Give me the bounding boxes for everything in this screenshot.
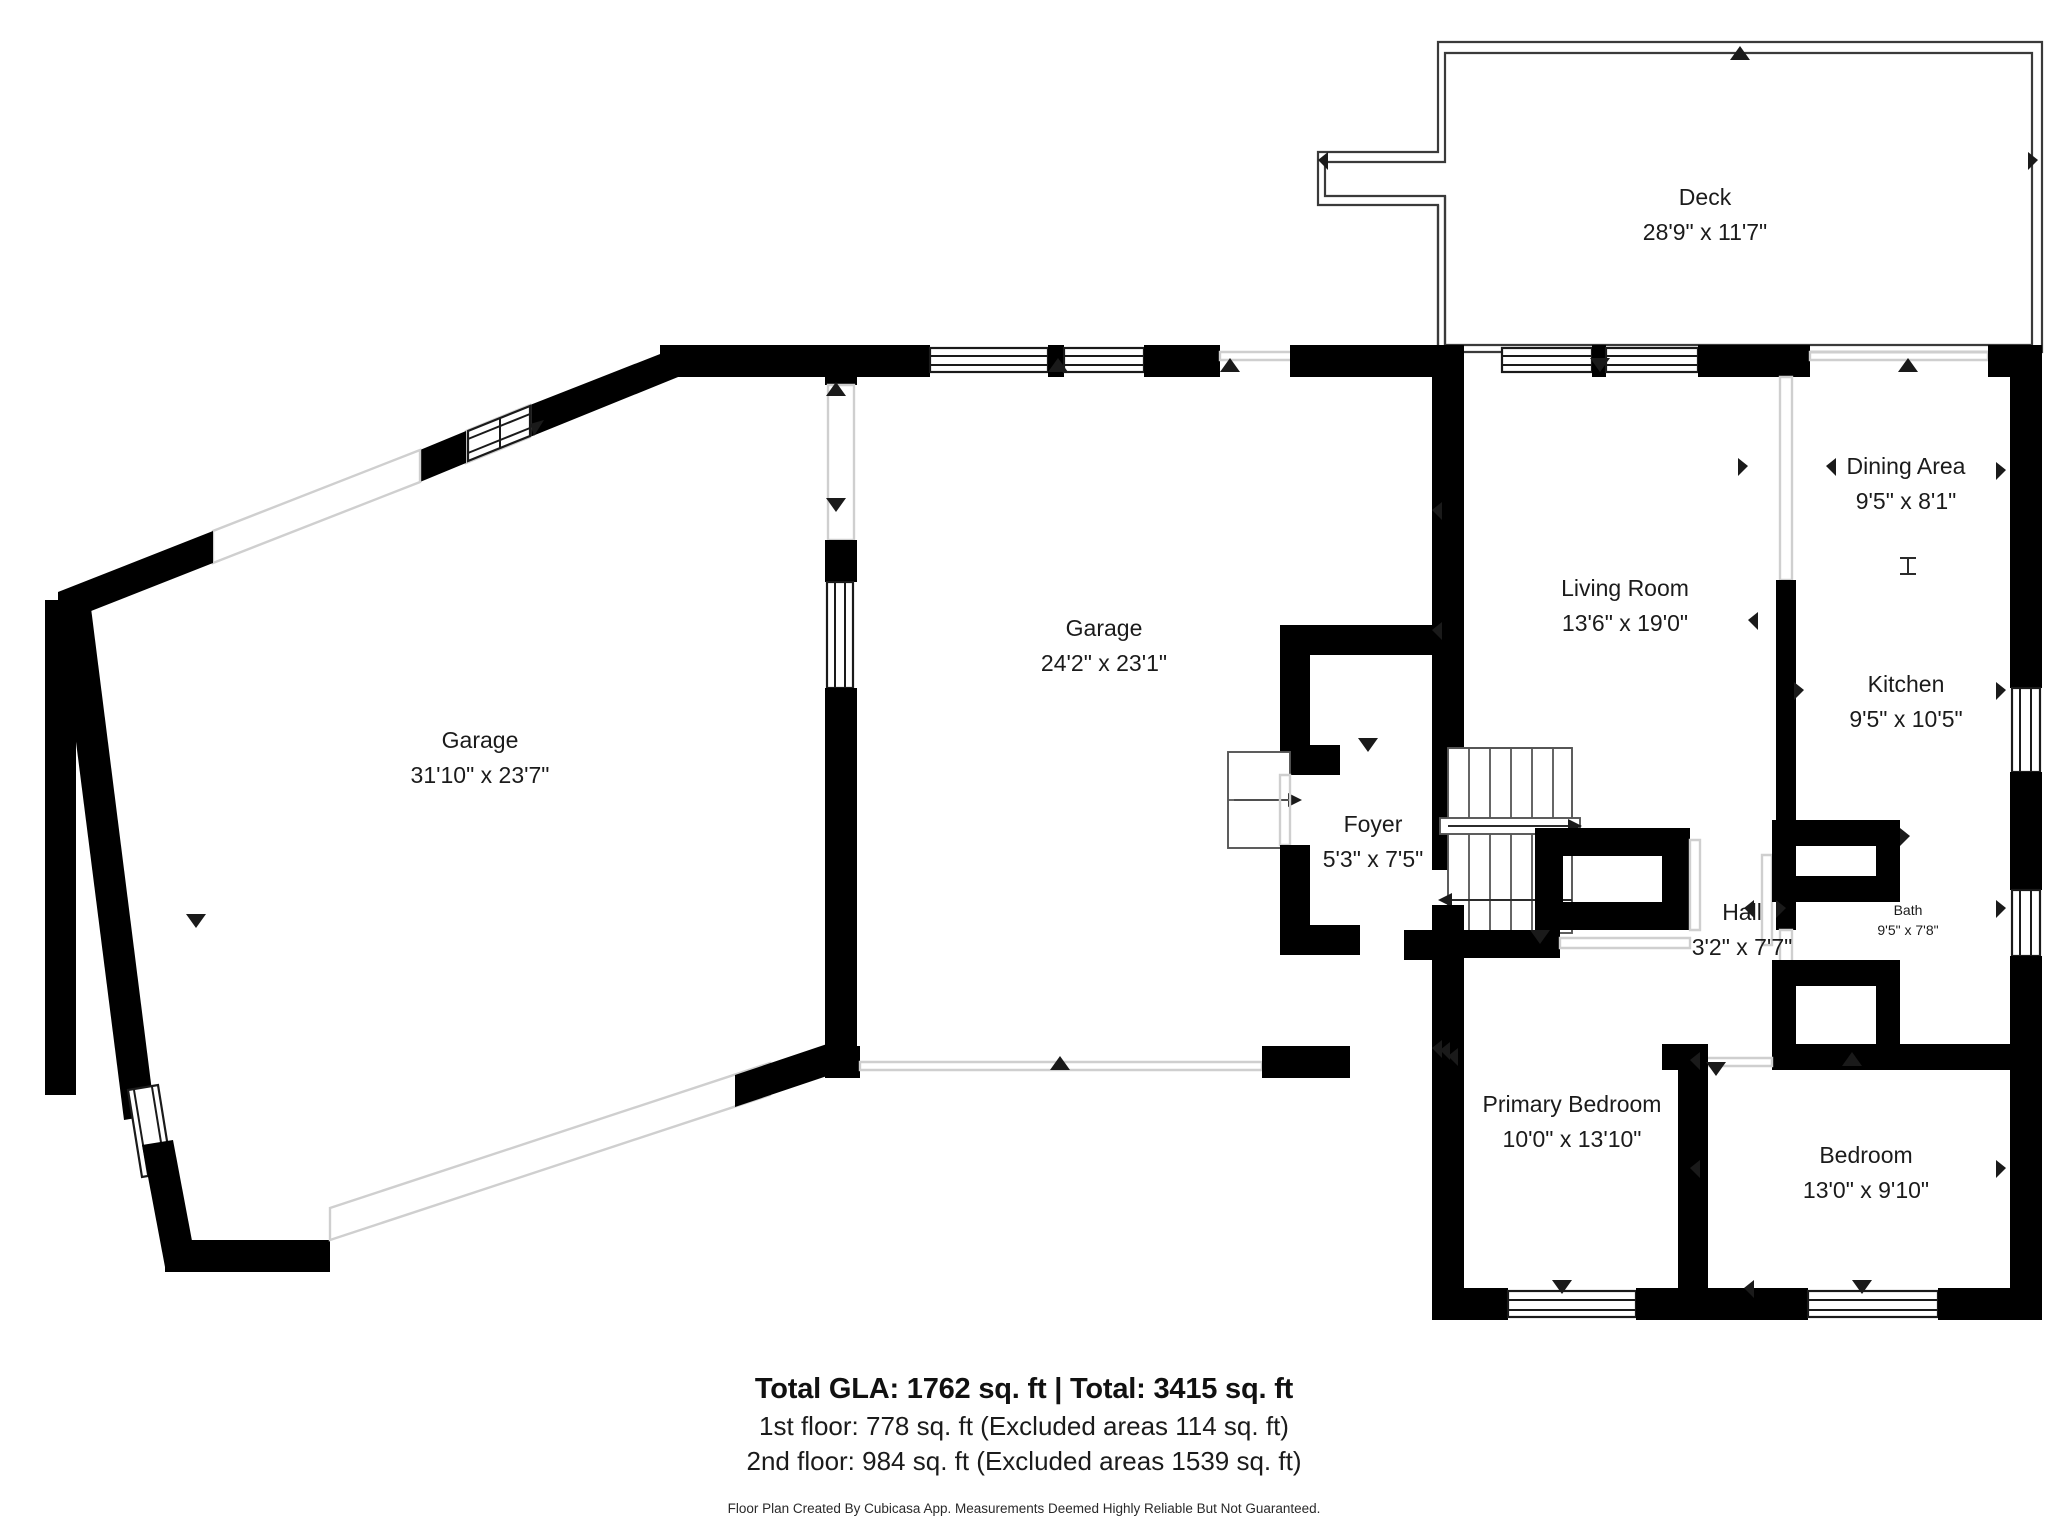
room-dim-garage-center: 24'2" x 23'1": [1041, 650, 1167, 676]
room-label-primary-bedroom: Primary Bedroom: [1483, 1091, 1662, 1117]
bath-window-right: [2010, 888, 2042, 958]
room-label-foyer: Foyer: [1344, 811, 1403, 837]
door-markers: [186, 46, 2038, 1298]
room-dim-primary-bedroom: 10'0" x 13'10": [1503, 1126, 1642, 1152]
floor-plan-summary: Total GLA: 1762 sq. ft | Total: 3415 sq.…: [0, 1370, 2048, 1516]
room-labels: Deck 28'9" x 11'7" Garage 31'10" x 23'7"…: [411, 184, 1966, 1203]
second-floor-line: 2nd floor: 984 sq. ft (Excluded areas 15…: [746, 1445, 1302, 1476]
garage-center-walls: [660, 345, 1438, 1078]
room-label-hall: Hall: [1722, 899, 1762, 925]
deck-outline: [1316, 40, 2044, 354]
total-gla-line: Total GLA: 1762 sq. ft | Total: 3415 sq.…: [754, 1373, 1294, 1405]
room-dim-living-room: 13'6" x 19'0": [1562, 610, 1688, 636]
room-dim-bath: 9'5" x 7'8": [1877, 922, 1938, 938]
room-label-bedroom: Bedroom: [1819, 1142, 1912, 1168]
room-label-kitchen: Kitchen: [1868, 671, 1945, 697]
room-label-dining-area: Dining Area: [1847, 453, 1966, 479]
room-label-garage-center: Garage: [1066, 615, 1143, 641]
living-room-window-1: [1500, 346, 1594, 374]
dining-fixture-mark: [1900, 557, 1916, 575]
garage-window-top-2: [1062, 346, 1146, 374]
credit-line: Floor Plan Created By Cubicasa App. Meas…: [727, 1500, 1321, 1516]
room-dim-hall: 3'2" x 7'7": [1692, 934, 1793, 960]
first-floor-line: 1st floor: 778 sq. ft (Excluded areas 11…: [759, 1410, 1289, 1441]
floor-plan-canvas: Deck 28'9" x 11'7" Garage 31'10" x 23'7"…: [45, 40, 2044, 1320]
floor-plan-drawing: Deck 28'9" x 11'7" Garage 31'10" x 23'7"…: [45, 40, 2044, 1320]
garage-window-side: [825, 580, 855, 690]
room-dim-dining-area: 9'5" x 8'1": [1856, 488, 1957, 514]
room-label-garage-left: Garage: [442, 727, 519, 753]
interior-walls: [1227, 375, 2020, 1320]
room-dim-garage-left: 31'10" x 23'7": [411, 762, 550, 788]
bedroom-window: [1806, 1289, 1940, 1319]
room-label-deck: Deck: [1679, 184, 1732, 210]
room-dim-bedroom: 13'0" x 9'10": [1803, 1177, 1929, 1203]
primary-bedroom-window: [1506, 1289, 1638, 1319]
garage-left-walls: [45, 345, 830, 1272]
garage-window-upper-angled: [466, 404, 532, 463]
room-dim-kitchen: 9'5" x 10'5": [1849, 706, 1962, 732]
room-label-living-room: Living Room: [1561, 575, 1689, 601]
garage-window-top-1: [928, 346, 1050, 374]
room-label-bath: Bath: [1894, 902, 1923, 918]
kitchen-window-right: [2010, 686, 2042, 774]
living-room-window-2: [1604, 346, 1700, 374]
room-dim-foyer: 5'3" x 7'5": [1323, 846, 1424, 872]
room-dim-deck: 28'9" x 11'7": [1643, 219, 1767, 245]
